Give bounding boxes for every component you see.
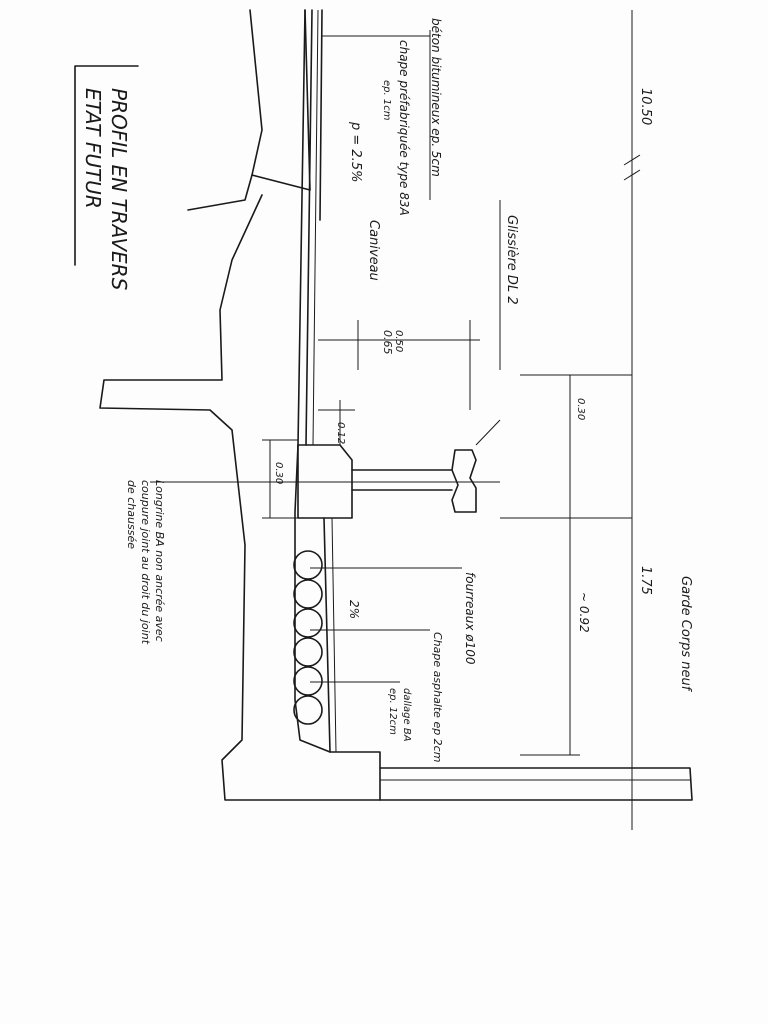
label-chape-asphalte: Chape asphalte ep 2cm xyxy=(431,632,444,762)
bridge-structure xyxy=(99,9,693,801)
label-chape1: chape préfabriquée type 83A xyxy=(397,40,411,216)
label-fourreaux: fourreaux ø100 xyxy=(463,572,477,665)
dim-065: 0.65 xyxy=(381,330,394,355)
title-block xyxy=(74,65,139,266)
label-dalle2: ep. 12cm xyxy=(387,688,398,735)
title-line2: ETAT FUTUR xyxy=(81,88,105,209)
label-slope-top: p = 2.5% xyxy=(348,121,363,182)
fourreaux-circles xyxy=(293,550,323,725)
label-glissiere: Glissière DL 2 xyxy=(504,215,519,305)
dim-1050: 10.50 xyxy=(638,88,653,125)
dim-092: ~ 0.92 xyxy=(577,592,591,633)
dim-030b: 0.30 xyxy=(273,462,284,484)
dimension-lines xyxy=(150,10,641,830)
label-longrine1: Longrine BA non ancrée avec xyxy=(153,480,166,642)
dim-175: 1.75 xyxy=(638,566,653,595)
label-pct-2: 2% xyxy=(347,600,361,619)
dim-012: 0.12 xyxy=(335,422,346,444)
label-longrine2: coupure joint au droit du joint xyxy=(139,480,152,645)
label-dalle1: dallage BA xyxy=(401,688,412,742)
label-longrine3: de chaussée xyxy=(125,480,138,549)
label-garde-corps: Garde Corps neuf xyxy=(678,576,693,693)
labels: PROFIL EN TRAVERS ETAT FUTUR béton bitum… xyxy=(81,18,693,762)
title-line1: PROFIL EN TRAVERS xyxy=(107,88,131,291)
label-beton: béton bitumineux ep. 5cm xyxy=(429,18,443,177)
dim-030a: 0.30 xyxy=(575,398,586,420)
label-chape2: ep. 1cm xyxy=(381,80,392,121)
label-caniveau: Caniveau xyxy=(366,220,381,281)
dim-050: 0.50 xyxy=(393,330,404,352)
